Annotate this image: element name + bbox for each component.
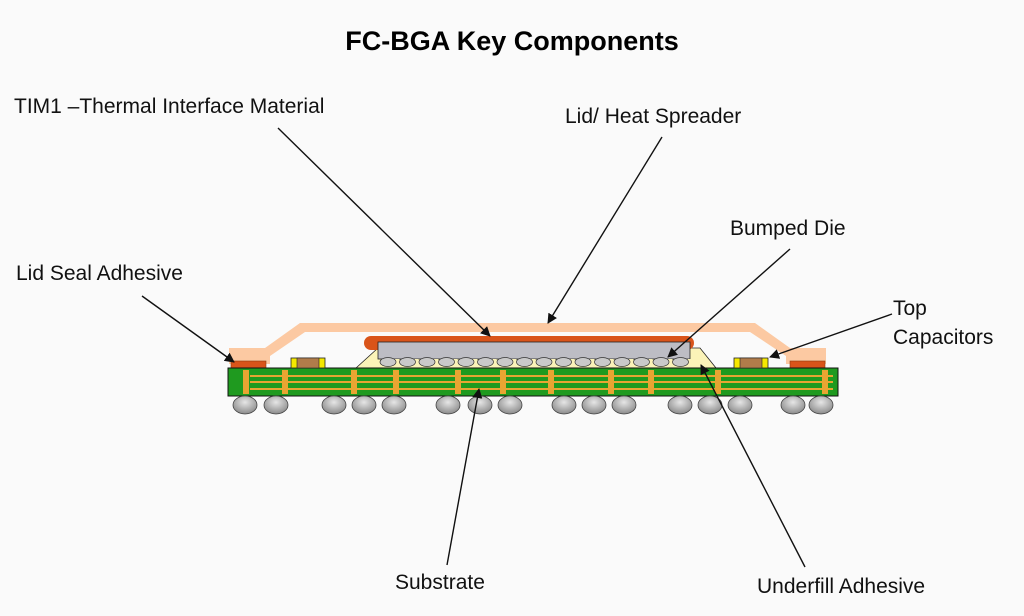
solder-ball — [263, 395, 289, 415]
substrate-traces — [243, 370, 833, 394]
die-bump — [594, 357, 611, 367]
solder-ball — [232, 395, 258, 415]
underfill-gap — [414, 359, 419, 368]
die-bumps — [379, 357, 692, 368]
solder-ball — [497, 395, 523, 415]
die-bump — [633, 357, 650, 367]
via — [243, 370, 249, 394]
underfill-gap — [473, 359, 477, 368]
die-bump — [652, 357, 670, 367]
label-lid-heat-spreader: Lid/ Heat Spreader — [565, 105, 742, 128]
bga-solder-balls — [232, 395, 834, 415]
underfill-gap — [492, 359, 497, 368]
leader-lid-seal — [141, 295, 235, 363]
solder-ball — [351, 395, 377, 415]
via — [648, 370, 654, 394]
solder-ball — [551, 395, 577, 415]
via — [351, 370, 357, 394]
solder-ball — [581, 395, 607, 415]
label-tim1: TIM1 –Thermal Interface Material — [14, 95, 325, 118]
die-bump — [477, 357, 494, 367]
underfill-gap — [629, 359, 633, 368]
lid-heat-spreader — [229, 323, 826, 364]
leader-top-capacitors — [769, 313, 893, 359]
via — [548, 370, 554, 394]
die-bump — [438, 357, 455, 367]
die-bump — [379, 357, 397, 367]
solder-ball — [381, 395, 407, 415]
solder-ball — [808, 395, 834, 415]
via — [715, 370, 721, 394]
bumped-die — [377, 341, 691, 360]
label-top-capacitors-line2: Capacitors — [893, 326, 994, 349]
underfill-gap — [687, 359, 692, 368]
lid-seal-adhesive-right — [789, 360, 826, 369]
underfill-gap — [512, 359, 516, 368]
underfill-gap — [434, 359, 438, 368]
via — [455, 370, 461, 394]
die-bump — [672, 357, 689, 367]
via — [608, 370, 614, 394]
label-substrate: Substrate — [395, 571, 485, 594]
die-bump — [457, 357, 475, 367]
solder-ball — [321, 395, 347, 415]
via — [282, 370, 288, 394]
solder-ball — [727, 395, 753, 415]
solder-ball — [435, 395, 461, 415]
underfill-gap — [551, 359, 555, 368]
underfill-gap — [590, 359, 594, 368]
label-underfill-adhesive: Underfill Adhesive — [757, 575, 926, 598]
leader-lid — [547, 136, 663, 324]
leader-tim1 — [277, 127, 491, 337]
solder-ball — [611, 395, 637, 415]
die-bump — [535, 357, 553, 367]
die-bump — [516, 357, 533, 367]
underfill-gap — [395, 359, 399, 368]
underfill-gap — [570, 359, 575, 368]
via — [393, 370, 399, 394]
die-bump — [399, 357, 416, 367]
underfill-gap — [668, 359, 672, 368]
top-capacitor-right — [733, 357, 769, 369]
die-bump — [613, 357, 631, 367]
label-top-capacitors-line1: Top — [893, 297, 927, 320]
via — [500, 370, 506, 394]
underfill-gap — [648, 359, 653, 368]
leader-bumped-die — [667, 248, 791, 358]
die-bump — [555, 357, 572, 367]
solder-ball — [467, 395, 493, 415]
lid-seal-adhesive-left — [230, 360, 267, 369]
solder-ball — [780, 395, 806, 415]
die-bump — [574, 357, 592, 367]
solder-ball — [667, 395, 693, 415]
underfill-gap — [453, 359, 458, 368]
underfill-gap — [531, 359, 536, 368]
label-lid-seal-adhesive: Lid Seal Adhesive — [16, 262, 183, 285]
via — [822, 370, 828, 394]
leader-underfill — [700, 364, 806, 568]
label-bumped-die: Bumped Die — [730, 217, 846, 240]
leader-substrate — [446, 388, 483, 566]
underfill-gap — [609, 359, 614, 368]
die-bump — [496, 357, 514, 367]
top-capacitor-left — [290, 357, 326, 369]
die-bump — [418, 357, 436, 367]
diagram-title: FC-BGA Key Components — [345, 26, 679, 56]
